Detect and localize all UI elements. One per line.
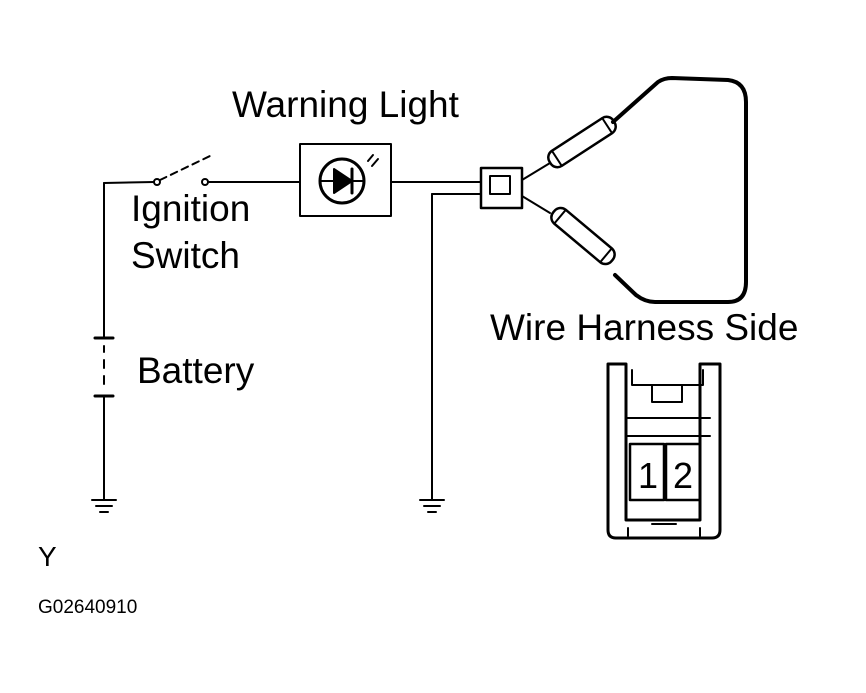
corner-mark: Y xyxy=(38,541,57,572)
terminal-1-label: 1 xyxy=(638,455,658,496)
terminal-1-cell xyxy=(628,442,666,502)
ground-right-icon xyxy=(419,499,445,513)
led-arrow-icon xyxy=(333,168,353,194)
check-connector xyxy=(479,76,748,304)
battery-label: Battery xyxy=(137,350,255,391)
switch-contact-left xyxy=(153,178,161,186)
figure-code: G02640910 xyxy=(38,597,137,618)
light-emission-icon xyxy=(367,154,379,167)
ignition-switch-circuit xyxy=(103,155,301,186)
terminal-2-label: 2 xyxy=(673,455,693,496)
wire-top-left xyxy=(103,181,155,184)
ignition-switch-label-line2: Switch xyxy=(131,235,240,276)
connector-socket xyxy=(489,175,511,195)
connector-lock-tab xyxy=(651,384,683,403)
connector-top-opening xyxy=(631,369,704,386)
connector-outer-shell xyxy=(606,362,722,540)
probe-upper xyxy=(547,115,617,169)
wire-harness-side-label: Wire Harness Side xyxy=(490,307,798,348)
jumper-wire xyxy=(611,76,748,304)
terminal-2-cell xyxy=(664,442,702,502)
warning-light-label: Warning Light xyxy=(232,84,460,125)
connector-inner-lines xyxy=(625,417,711,437)
probe-lower xyxy=(550,206,616,266)
probe-wires xyxy=(521,162,551,214)
connector-bottom-detail xyxy=(627,523,701,537)
warning-light-box xyxy=(299,143,392,217)
warning-light xyxy=(299,143,392,217)
ignition-switch-arm xyxy=(159,155,211,181)
wire-harness-connector xyxy=(606,362,722,540)
ignition-switch-label-line1: Ignition xyxy=(131,188,250,229)
connector-body xyxy=(479,166,524,210)
ground-left-icon xyxy=(91,499,117,513)
battery-branch xyxy=(91,182,117,513)
